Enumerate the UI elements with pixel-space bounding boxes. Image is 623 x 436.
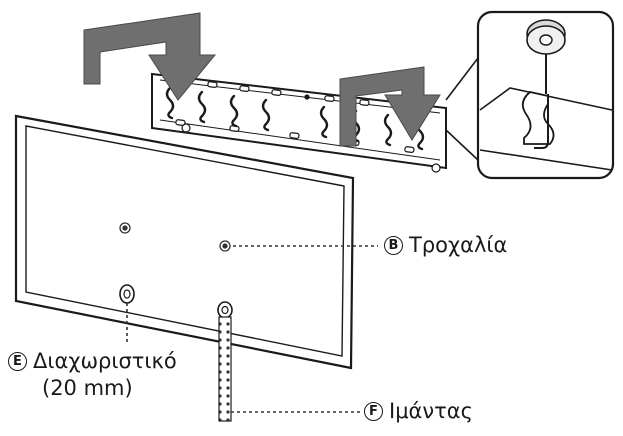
- spacer-part: [119, 284, 135, 304]
- callout-badge-e: E: [8, 352, 27, 371]
- callout-badge-b: B: [384, 236, 403, 255]
- tv-screw-holes: [119, 222, 231, 252]
- belt-part: [217, 301, 233, 422]
- arrow-down-left-icon: [83, 12, 217, 101]
- pulley-label: Τροχαλία: [409, 233, 508, 257]
- spacer-size-label: (20 mm): [42, 376, 133, 400]
- tv-back-panel: [14, 114, 355, 370]
- belt-label: Ιμάντας: [389, 399, 473, 423]
- belt-callout: F Ιμάντας: [364, 401, 473, 422]
- pulley-callout: B Τροχαλία: [384, 235, 507, 256]
- callout-badge-f: F: [364, 402, 383, 421]
- spacer-callout: E Διαχωριστικό: [8, 351, 177, 372]
- detail-zoom-inset: [445, 10, 615, 180]
- arrow-down-right-icon: [339, 66, 441, 147]
- spacer-label: Διαχωριστικό: [33, 349, 177, 373]
- leader-lines: [126, 245, 378, 413]
